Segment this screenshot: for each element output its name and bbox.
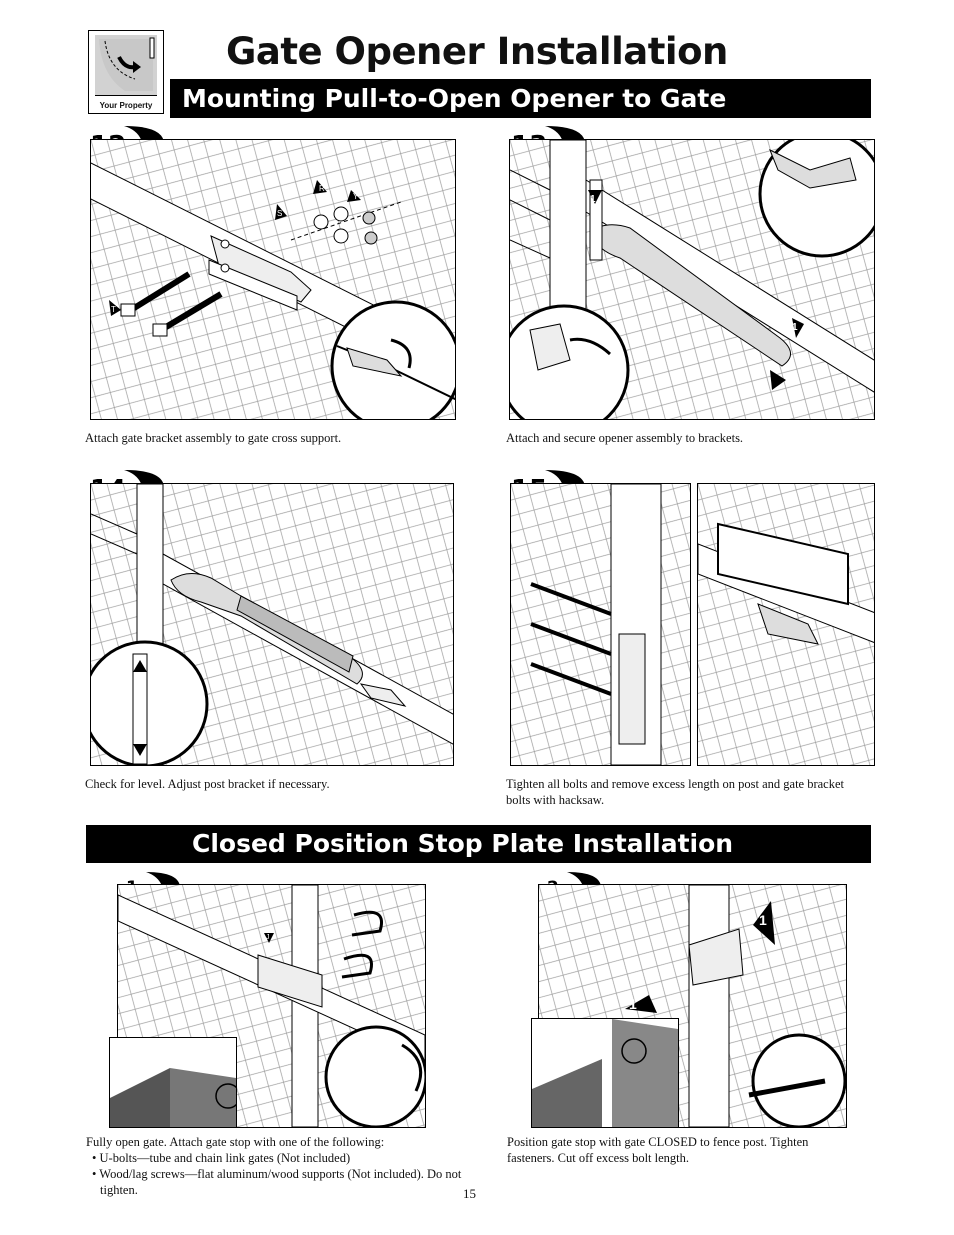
callout-label: 1 [590, 194, 596, 205]
callout-label: Y [353, 192, 359, 201]
section-heading-stop-plate: Closed Position Stop Plate Installation [86, 825, 871, 863]
closed-gate-inset [531, 1018, 679, 1128]
callout-label: 1 [629, 996, 637, 1012]
callout-label: T [111, 305, 116, 314]
fastener-options-list: • U-bolts—tube and chain link gates (Not… [86, 1150, 476, 1198]
stop-step-1-caption: Fully open gate. Attach gate stop with o… [86, 1134, 476, 1198]
stop-step-2-caption: Position gate stop with gate CLOSED to f… [507, 1135, 809, 1165]
list-item: • U-bolts—tube and chain link gates (Not… [92, 1151, 351, 1165]
step-14-caption: Check for level. Adjust post bracket if … [85, 777, 330, 791]
callout-label: 1 [759, 912, 767, 928]
logo-label: Your Property [99, 101, 153, 110]
your-property-logo: Your Property [88, 30, 164, 114]
caption-intro: Fully open gate. Attach gate stop with o… [86, 1135, 385, 1149]
page-title: Gate Opener Installation [226, 30, 728, 73]
step-12-caption: Attach gate bracket assembly to gate cro… [85, 431, 342, 445]
step-12-illustration: S R Y T [90, 139, 456, 420]
step-15-post-illustration [510, 483, 691, 766]
open-gate-inset [109, 1037, 237, 1128]
page-number: 15 [463, 1186, 476, 1201]
callout-label: R [319, 184, 325, 193]
step-15-caption: Tighten all bolts and remove excess leng… [506, 777, 845, 807]
step-15-gate-illustration [697, 483, 875, 766]
gate-swing-icon [95, 35, 157, 96]
callout-label: J [266, 934, 270, 941]
step-14-illustration [90, 483, 454, 766]
section-heading-mounting: Mounting Pull-to-Open Opener to Gate [170, 79, 871, 118]
callout-label: 1 [792, 322, 798, 333]
list-item: • Wood/lag screws—flat aluminum/wood sup… [92, 1167, 462, 1197]
callout-label: S [277, 209, 282, 218]
step-13-illustration: 1 2 1 2 [509, 139, 875, 420]
step-13-caption: Attach and secure opener assembly to bra… [506, 431, 744, 445]
